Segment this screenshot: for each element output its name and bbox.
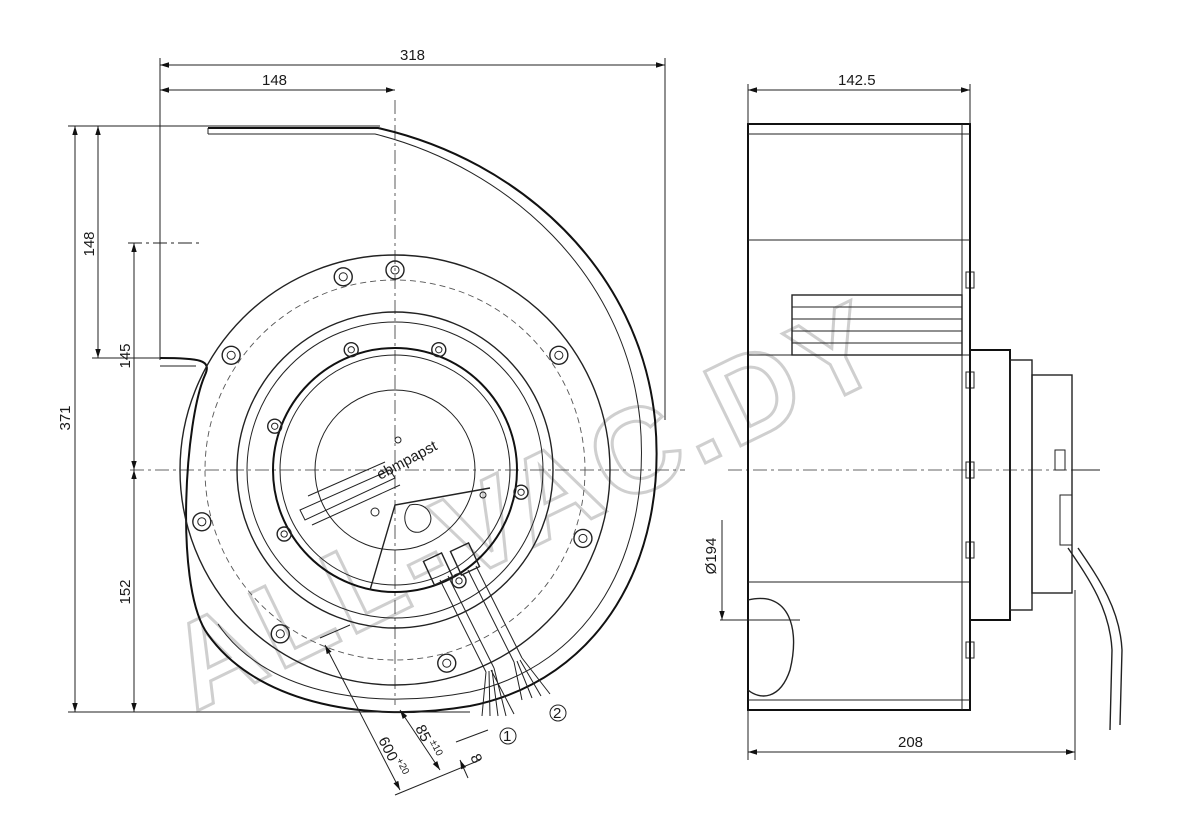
svg-text:+20: +20 xyxy=(393,756,411,776)
screw-icon xyxy=(270,624,290,644)
dim-inlet-diameter: Ø194 xyxy=(703,538,720,575)
screw-icon xyxy=(573,528,593,549)
dim-cable-length: 600 +20 xyxy=(374,734,411,777)
screw-icon xyxy=(343,342,359,358)
side-cable xyxy=(1067,547,1123,731)
motor-housing xyxy=(272,347,518,593)
screw-icon xyxy=(431,342,447,358)
svg-text:85: 85 xyxy=(411,722,434,745)
dim-overall-width: 318 xyxy=(400,47,425,64)
callout-1 xyxy=(499,727,517,745)
dim-side-width: 142.5 xyxy=(838,72,876,89)
dim-overall-height: 371 xyxy=(57,405,74,430)
callout-2 xyxy=(549,704,567,722)
dim-half-width: 148 xyxy=(262,72,287,89)
dim-lower-height: 152 xyxy=(117,579,134,604)
screw-icon xyxy=(385,260,405,280)
screw-icon xyxy=(451,573,467,589)
svg-text:2: 2 xyxy=(553,705,561,722)
side-dimensions: 142.5 208 Ø194 xyxy=(703,72,1076,760)
dim-upper-height: 148 xyxy=(81,231,98,256)
front-dimensions: 318 148 371 148 145 152 600 +20 85 xyxy=(57,47,666,796)
inlet-ring xyxy=(236,311,554,629)
side-motor xyxy=(969,349,1011,621)
screw-icon xyxy=(513,484,529,500)
screw-icon xyxy=(549,345,569,365)
dim-side-depth: 208 xyxy=(898,734,923,751)
screw-icon xyxy=(437,653,457,673)
screw-icon xyxy=(221,345,241,365)
inlet-cutout xyxy=(747,597,795,697)
volute-housing xyxy=(159,127,658,714)
screw-icon xyxy=(267,418,283,434)
side-view xyxy=(728,123,1123,731)
screw-icon xyxy=(192,512,212,532)
svg-text:1: 1 xyxy=(503,728,511,745)
dim-strip-length: 85 ±10 xyxy=(411,722,444,758)
cable-assembly: 1 2 xyxy=(422,542,567,745)
screw-icon xyxy=(276,526,292,542)
outlet-blades xyxy=(791,294,963,356)
dim-strip-end: 8 xyxy=(466,751,485,766)
screw-icon xyxy=(333,267,353,287)
dim-outlet-height: 145 xyxy=(117,343,134,368)
